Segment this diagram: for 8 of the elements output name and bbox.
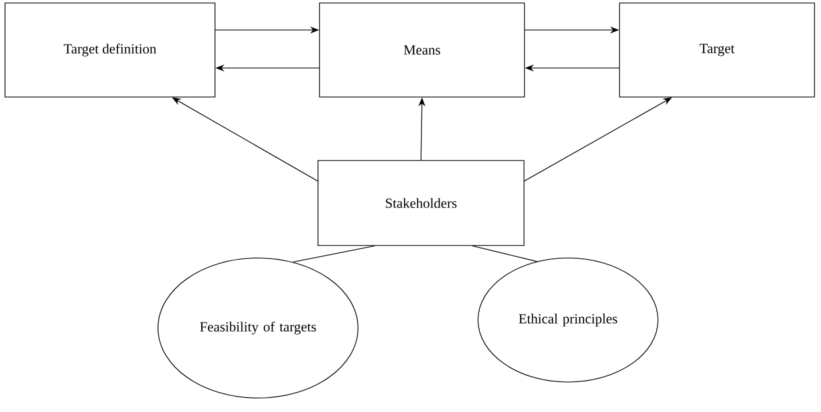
ellipse-node: Feasibility of targets [158,258,358,398]
process-box: Target definition [4,2,216,98]
process-box: Stakeholders [318,160,524,246]
connector-line [472,246,538,262]
process-box: Means [319,2,525,98]
process-box: Target [619,2,815,98]
ellipse-node: Ethical principles [478,258,658,382]
connector-line [292,246,375,262]
